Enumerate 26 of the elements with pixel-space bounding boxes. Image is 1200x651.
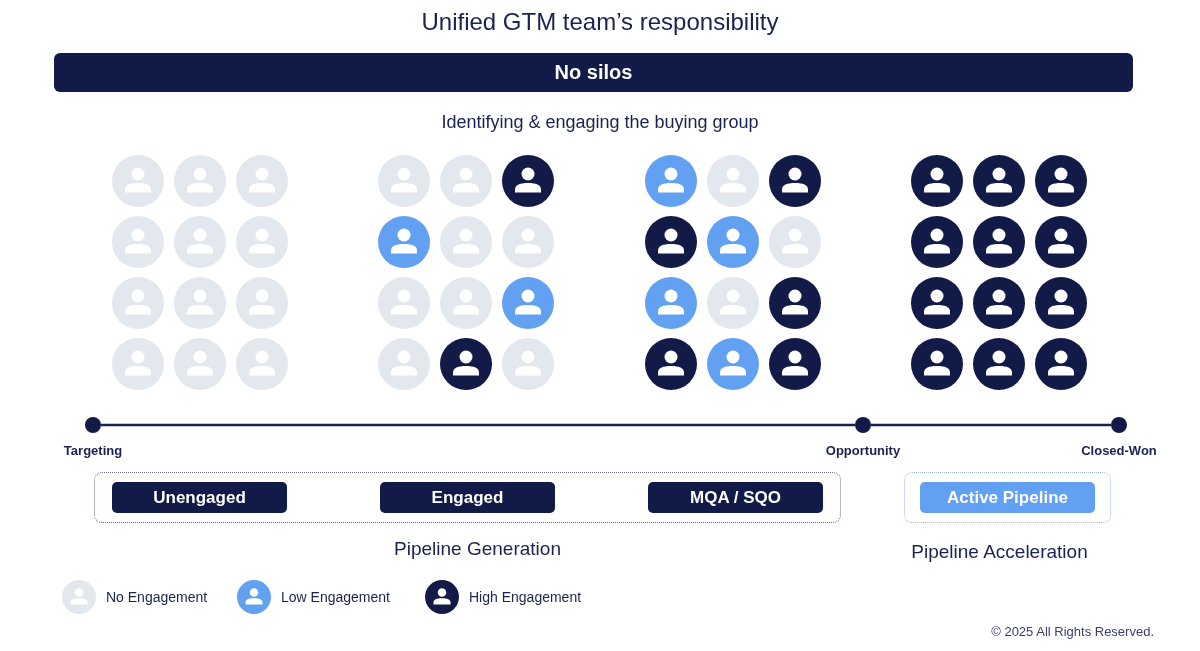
timeline-line (101, 423, 855, 427)
milestone-label: Targeting (63, 443, 123, 459)
milestone-label: Opportunity (825, 443, 901, 459)
stage-label: MQA / SQO (690, 487, 781, 508)
stage-label: Engaged (431, 487, 504, 508)
legend-label: No Engagement (106, 589, 208, 605)
timeline-dot (1111, 417, 1127, 433)
stage-pill (380, 482, 555, 513)
milestone-label: Closed-Won (1081, 443, 1157, 459)
copyright-text: © 2025 All Rights Reserved. (991, 623, 1154, 641)
timeline-line (871, 423, 1111, 427)
banner-bar (54, 53, 1133, 92)
banner-text: No silos (554, 61, 633, 84)
legend-label: Low Engagement (281, 589, 390, 605)
timeline-dot (855, 417, 871, 433)
subtitle-text: Identifying & engaging the buying group (441, 111, 759, 133)
legend-label: High Engagement (469, 589, 582, 605)
group-heading: Pipeline Acceleration (911, 540, 1088, 564)
stage-pill (920, 482, 1095, 513)
stage-pill (112, 482, 287, 513)
group-heading: Pipeline Generation (394, 537, 561, 561)
diagram-title: Unified GTM team’s responsibility (421, 7, 779, 37)
stage-label: Unengaged (153, 487, 246, 508)
stage-pill (648, 482, 823, 513)
stage-label: Active Pipeline (947, 487, 1068, 508)
timeline-dot (85, 417, 101, 433)
